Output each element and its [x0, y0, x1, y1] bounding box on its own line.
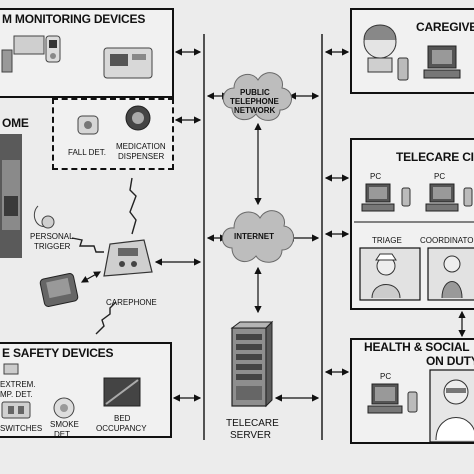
home-devices-panel [52, 98, 174, 170]
monitoring-devices-title: M MONITORING DEVICES [2, 12, 146, 26]
telephone-icon [39, 273, 79, 307]
elderly-person-photo [0, 134, 22, 258]
health-pc-icon [367, 383, 403, 414]
bed-label-line1: BED [114, 414, 131, 423]
personal-trigger-label-line2: TRIGGER [34, 242, 71, 251]
center-pc-2-label: PC [434, 172, 446, 181]
pstn-cloud-icon [222, 72, 292, 121]
wireless-signal-dispenser [129, 177, 137, 235]
center-mobile-2-icon [463, 187, 473, 207]
switches-label: SWITCHES [0, 424, 43, 433]
center-pc-1-icon [361, 183, 395, 212]
smoke-label-line2: DET. [54, 430, 72, 439]
bed-label-line2: OCCUPANCY [96, 424, 147, 433]
server-tower-icon [230, 320, 274, 408]
medication-label-line1: MEDICATION [116, 142, 166, 151]
temperature-detector-icon [3, 363, 19, 375]
medication-dispenser-icon [125, 105, 151, 131]
center-mobile-1-icon [401, 187, 411, 207]
glucometer-icon [45, 35, 61, 63]
triage-label: TRIAGE [372, 236, 402, 245]
home-title: OME [2, 116, 29, 130]
switches-icon [1, 401, 31, 419]
center-pc-2-icon [425, 183, 459, 212]
wireless-signal-safety [95, 301, 117, 335]
triage-nurse-icon [371, 253, 401, 299]
health-pc-label: PC [380, 372, 392, 381]
weight-scale-icon [1, 35, 45, 73]
fall-detector-label: FALL DET. [68, 148, 106, 157]
safety-devices-title: E SAFETY DEVICES [2, 346, 114, 360]
wireless-signal-trigger [71, 237, 104, 253]
carephone-to-phone-arrow [80, 271, 102, 283]
pstn-label-line3: NETWORK [234, 106, 276, 115]
safety-devices-panel [0, 342, 172, 438]
telecare-center-title: TELECARE CI [396, 150, 474, 164]
extrem-label-line1: EXTREM. [0, 380, 36, 389]
coordinator-label: COORDINATO [420, 236, 474, 245]
doctor-icon [435, 379, 474, 441]
personal-trigger-label-line1: PERSONAL [30, 232, 74, 241]
carephone-icon [103, 239, 153, 277]
coordinator-woman-icon [441, 255, 463, 299]
smoke-label-line1: SMOKE [50, 420, 79, 429]
caregiver-woman-icon [363, 24, 397, 73]
pstn-label-line1: PUBLIC [240, 88, 270, 97]
health-social-title-line2: ON DUTY [426, 354, 474, 368]
smoke-detector-icon [53, 397, 75, 419]
internet-cloud-icon [222, 210, 294, 263]
extrem-label-line2: MP. DET. [0, 390, 33, 399]
medication-label-line2: DISPENSER [118, 152, 165, 161]
bed-occupancy-sensor-icon [103, 377, 141, 407]
center-pc-1-label: PC [370, 172, 382, 181]
personal-trigger-icon [33, 205, 55, 229]
carephone-label: CAREPHONE [106, 298, 157, 307]
server-label-line1: TELECARE [226, 418, 279, 429]
caregiver-title: CAREGIVE [416, 20, 474, 34]
internet-label: INTERNET [234, 232, 274, 241]
health-mobile-icon [407, 391, 418, 413]
server-label-line2: SERVER [230, 430, 271, 441]
caregiver-pc-icon [423, 45, 461, 79]
pstn-label-line2: TELEPHONE [230, 97, 279, 106]
blood-pressure-monitor-icon [103, 47, 153, 79]
health-social-title-line1: HEALTH & SOCIAL [364, 340, 470, 354]
caregiver-mobile-icon [397, 57, 409, 81]
fall-detector-icon [77, 115, 99, 135]
